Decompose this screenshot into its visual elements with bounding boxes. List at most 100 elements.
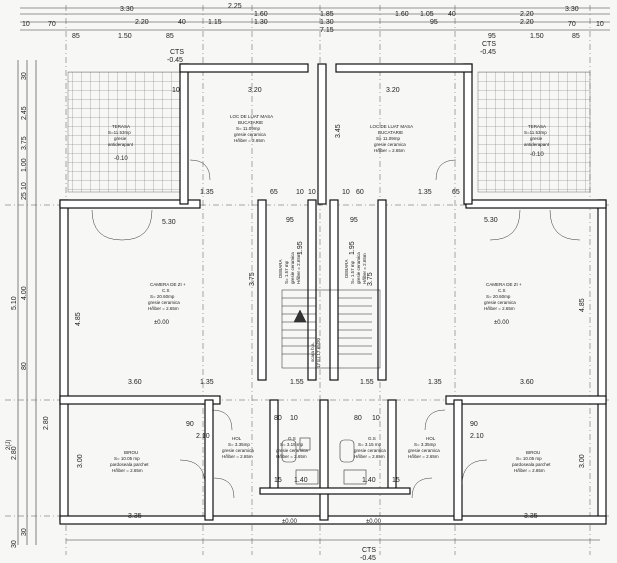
dimension-lines xyxy=(17,7,610,545)
dim-right-9: 3.00 xyxy=(579,454,586,468)
dim-mid-a-1: 1.35 xyxy=(200,189,214,196)
birou-right-height: H/liber = 2.65m xyxy=(514,468,545,473)
dim-r3-2: 1.50 xyxy=(118,33,132,40)
dim-bottom-2: 3.35 xyxy=(524,513,538,520)
hol-right-title: HOL xyxy=(426,436,436,441)
dim-top-7: 40 xyxy=(448,11,456,18)
dim-r2-2: 70 xyxy=(48,21,56,28)
dim-mid-a-5: 10 xyxy=(342,189,350,196)
birou-left-floor: pardoseala parchet xyxy=(110,462,149,467)
loc-masa-left-height: H/liber = 2.65m xyxy=(234,138,265,143)
gs-right-floor: gresie ceramica xyxy=(354,448,386,453)
gs-right-height: H/liber = 2.65m xyxy=(354,454,385,459)
terasa-right-floor2: antiderapant xyxy=(524,142,550,147)
gs-left-height: H/liber = 2.65m xyxy=(276,454,307,459)
dim-r2-9: 2.20 xyxy=(520,19,534,26)
dim-r2-10: 70 xyxy=(568,21,576,28)
dim-mid-c-6: 3.60 xyxy=(520,379,534,386)
dim-left-10: 30 xyxy=(21,528,28,536)
dim-top-8: 2.20 xyxy=(520,11,534,18)
dim-r3-7: 85 xyxy=(572,33,580,40)
debara-right-title: DEBARA xyxy=(344,259,349,278)
camera-right-floor: gresie ceramica xyxy=(484,300,516,305)
dim-mid-d-6: 10 xyxy=(372,415,380,422)
loc-masa-left-title: LOC DE LUAT MASA xyxy=(230,114,273,119)
terasa-left-title: TERASA xyxy=(112,124,130,129)
loc-masa-right-area: S= 11.09mp xyxy=(376,136,401,141)
dim-r3-6: 1.50 xyxy=(530,33,544,40)
dim-top-2: 2.25 xyxy=(228,3,242,10)
dim-mid-c-2: 1.35 xyxy=(200,379,214,386)
birou-left-title: BIROU xyxy=(124,450,138,455)
dim-mid-d-4: 10 xyxy=(290,415,298,422)
loc-masa-right-sub: BUCATARIE xyxy=(378,130,403,135)
dim-mid-d-2: 2.10 xyxy=(196,433,210,440)
dim-low-4: 15 xyxy=(392,477,400,484)
dim-mid-a-4: 10 xyxy=(308,189,316,196)
dim-mid-c-4: 1.55 xyxy=(360,379,374,386)
gs-left-area: S= 3.15 mp xyxy=(280,442,304,447)
dim-mid-b-2: 95 xyxy=(286,217,294,224)
dim-bottom-1: 3.35 xyxy=(128,513,142,520)
camera-right-height: H/liber = 2.65m xyxy=(484,306,515,311)
dim-right-10: 2.45 xyxy=(21,106,28,120)
dim-left-2: 3.75 xyxy=(21,136,28,150)
terasa-left-hatch xyxy=(67,71,181,193)
terasa-left-level: -0.10 xyxy=(114,156,128,162)
dim-right-8: 4.85 xyxy=(579,298,586,312)
hol-left-title: HOL xyxy=(232,436,242,441)
room-labels: TERASA S=11.53mp gresie antiderapant -0.… xyxy=(108,114,551,525)
loc-masa-right-floor: gresie ceramica xyxy=(374,142,406,147)
camera-left-height: H/liber = 2.65m xyxy=(148,306,179,311)
gs-right-title: G.S xyxy=(368,436,376,441)
dim-right-3: 4.85 xyxy=(75,312,82,326)
dim-mid-d-3: 80 xyxy=(274,415,282,422)
dim-r2-7: 1.30 xyxy=(320,19,334,26)
loc-masa-left-sub: BUCATARIE xyxy=(238,120,263,125)
loc-masa-right-height: H/liber = 2.65m xyxy=(374,148,405,153)
birou-left-height: H/liber = 2.65m xyxy=(112,468,143,473)
terasa-right-title: TERASA xyxy=(528,124,546,129)
door-swings xyxy=(91,159,581,499)
dim-r3-5: 95 xyxy=(488,33,496,40)
dim-top-3: 1.60 xyxy=(254,11,268,18)
terasa-left-area: S=11.53mp xyxy=(108,130,131,135)
dim-left-6: 5.10 xyxy=(11,296,18,310)
debara-right-floor: gresie ceramica xyxy=(356,252,361,284)
dim-right-5: 3.45 xyxy=(335,124,342,138)
hol-left-floor: gresie ceramica xyxy=(222,448,254,453)
camera-left-level: ±0.00 xyxy=(154,320,170,326)
hol-left-height: H/liber = 2.65m xyxy=(222,454,253,459)
dim-mid-b-1: 5.30 xyxy=(162,219,176,226)
dim-left-9: 2.80 xyxy=(11,446,18,460)
dim-mid-b-3: 95 xyxy=(350,217,358,224)
top-dimensions: 3.30 2.25 1.60 1.85 1.60 1.05 40 2.20 3.… xyxy=(22,3,604,94)
dim-inner-1: 3.20 xyxy=(248,87,262,94)
dim-mid-a-2: 65 xyxy=(270,189,278,196)
hol-right-height: H/liber = 2.65m xyxy=(408,454,439,459)
camera-left-floor: gresie ceramica xyxy=(148,300,180,305)
scara-detail: 17 tr./ 17.65/20 xyxy=(316,337,321,368)
loc-masa-left-floor: gresie ceramica xyxy=(234,132,266,137)
debara-left-floor: gresie ceramica xyxy=(290,252,295,284)
dim-left-7: 4.00 xyxy=(21,286,28,300)
debara-right-area: S= 1.57 mp xyxy=(350,260,355,284)
dim-left-8: 80 xyxy=(21,362,28,370)
dim-right-7: 3.75 xyxy=(367,272,374,286)
cts-top-left: CTS xyxy=(170,49,184,56)
intrare-right-level: ±0.00 xyxy=(366,519,382,525)
dim-right-6: 3.75 xyxy=(249,272,256,286)
loc-masa-left-area: S= 11.09mp xyxy=(236,126,261,131)
terasa-right-hatch xyxy=(477,71,591,193)
dim-mid-c-5: 1.35 xyxy=(428,379,442,386)
dim-mid-a-3: 10 xyxy=(296,189,304,196)
cts-top-right-level: -0.45 xyxy=(480,49,496,56)
dim-low-1: 15 xyxy=(274,477,282,484)
dim-r2-5: 1.15 xyxy=(208,19,222,26)
cts-bottom: CTS xyxy=(362,547,376,554)
dim-r2-8: 95 xyxy=(430,19,438,26)
dim-mid-d-1: 90 xyxy=(186,421,194,428)
dim-top-4: 1.85 xyxy=(320,11,334,18)
dim-r3-4: 7.15 xyxy=(320,27,334,34)
gs-left-floor: gresie ceramica xyxy=(276,448,308,453)
